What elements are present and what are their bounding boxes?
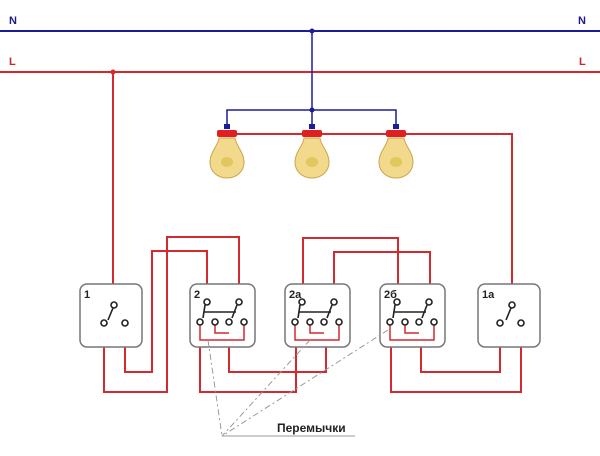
phase-feed — [110, 69, 116, 302]
switch-label: 2а — [289, 289, 302, 301]
switch-2[interactable]: 2 — [189, 283, 256, 348]
switch-2b[interactable]: 2б — [379, 283, 446, 348]
switch-label: 1 — [84, 289, 90, 301]
switch-2a[interactable]: 2а — [284, 283, 351, 348]
lamp-2 — [294, 124, 330, 179]
interconnect-wires — [103, 236, 522, 393]
switch-1a[interactable]: 1а — [477, 283, 541, 348]
switch-label: 2 — [194, 289, 200, 301]
switch-label: 2б — [384, 289, 397, 301]
live-label-right: L — [579, 56, 586, 68]
lamp-3 — [378, 124, 414, 179]
neutral-label-right: N — [578, 15, 586, 27]
switch-1[interactable]: 1 — [79, 283, 143, 348]
jumpers-label: Перемычки — [277, 421, 346, 435]
switch-label: 1а — [482, 289, 495, 301]
neutral-label-left: N — [9, 15, 17, 27]
lamp-return-wire — [220, 133, 513, 302]
lamp-1 — [209, 124, 245, 179]
neutral-lamp-bus — [226, 28, 397, 126]
live-label-left: L — [9, 56, 16, 68]
jumpers-annotation: Перемычки — [207, 329, 389, 437]
